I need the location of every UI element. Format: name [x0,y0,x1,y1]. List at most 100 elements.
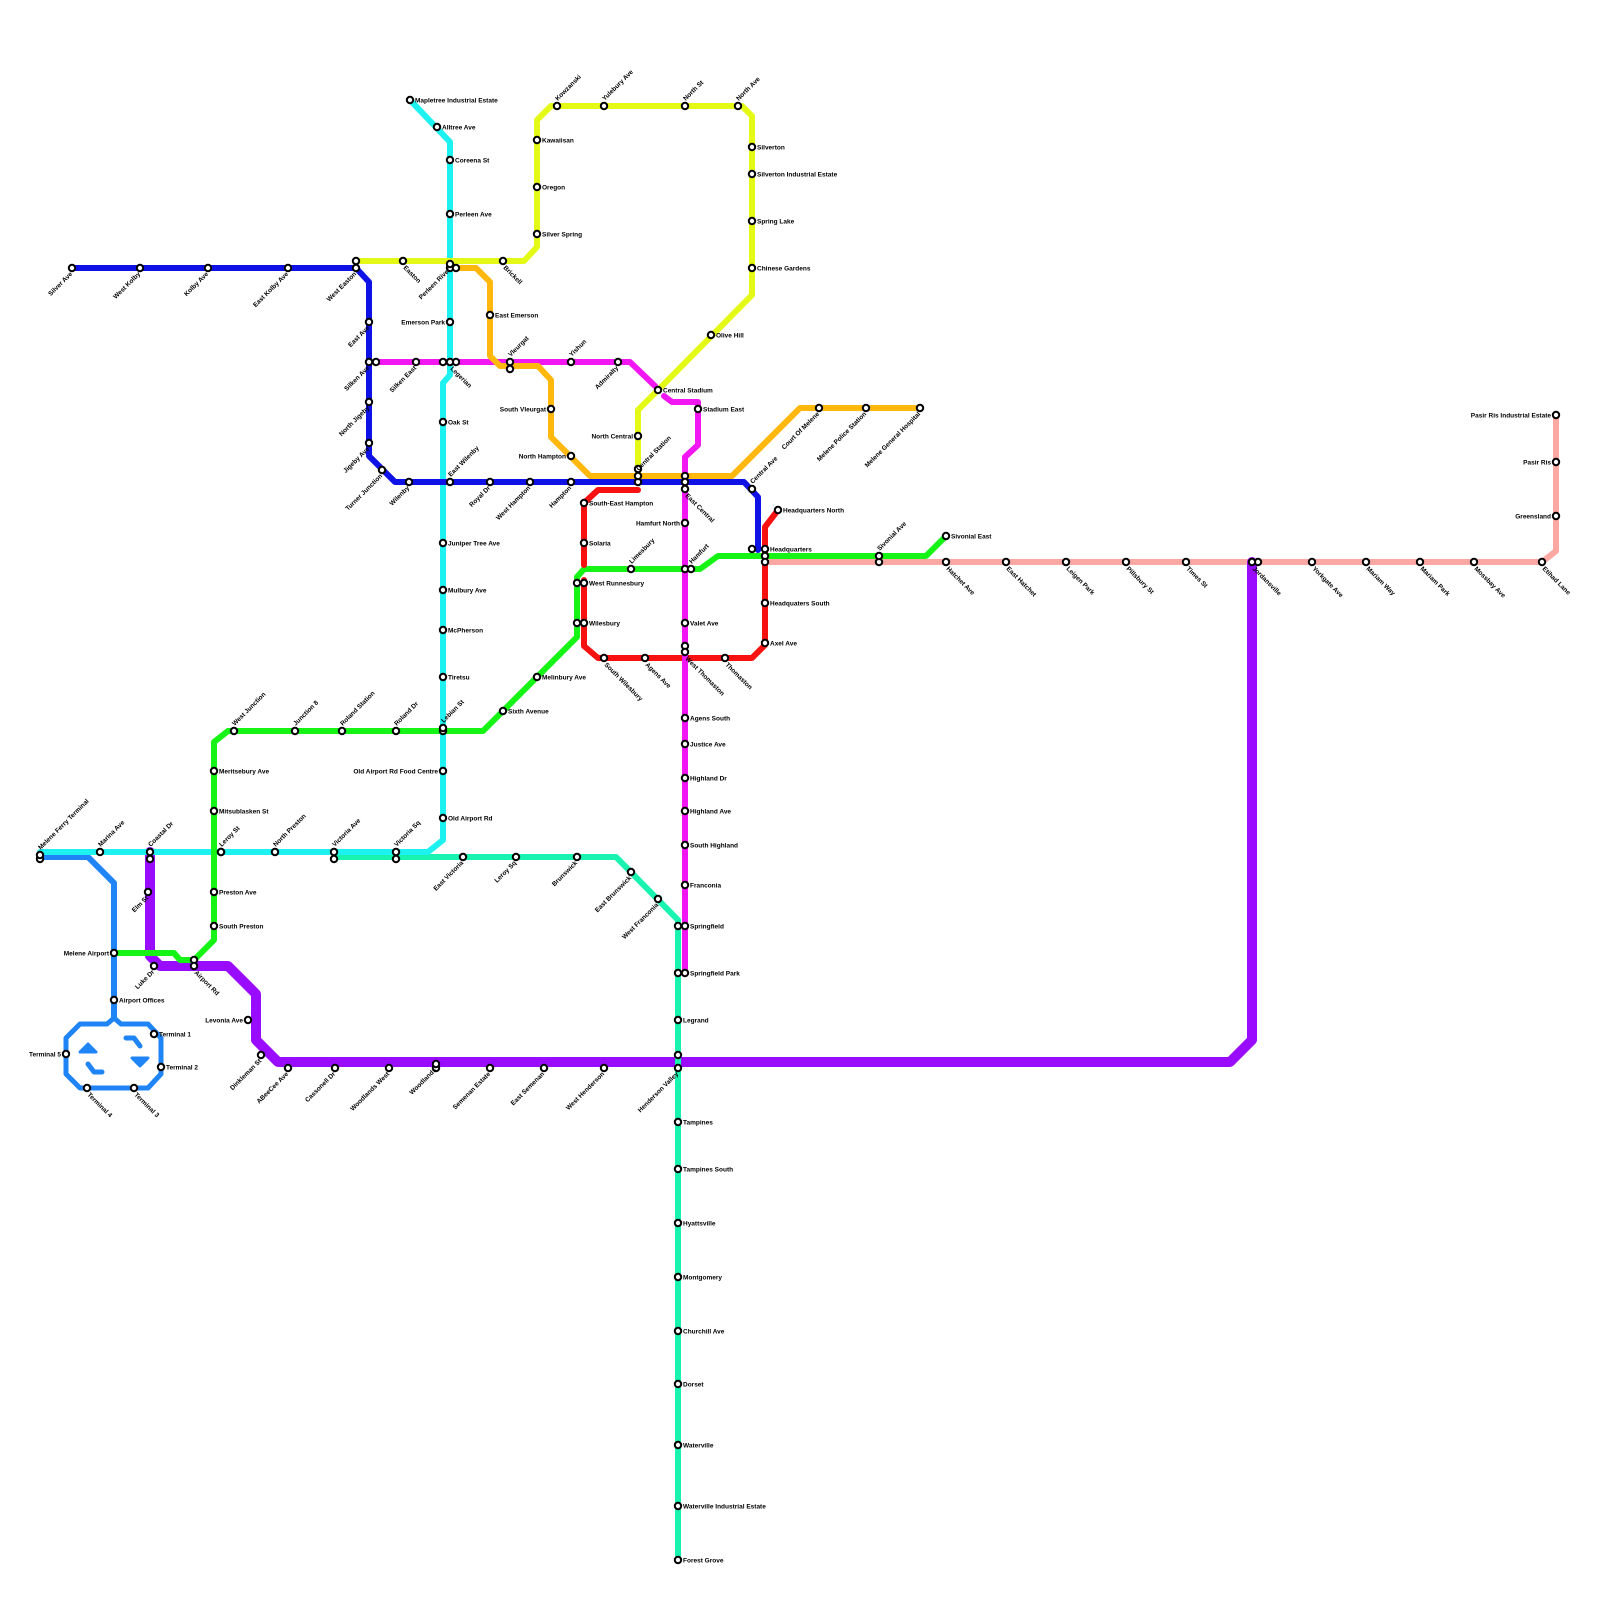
station-marker[interactable] [513,854,519,860]
station-mapletree[interactable]: Mapletree Industrial Estate [407,97,498,105]
station-marker[interactable] [568,479,574,485]
station-spring-lake[interactable]: Spring Lake [749,218,795,226]
station-greensland[interactable]: Greensland [1515,513,1559,521]
station-marker[interactable] [218,849,224,855]
interchange-marker[interactable] [353,258,359,264]
station-headquarters[interactable]: Headquarters [762,546,812,554]
station-marker[interactable] [1539,559,1545,565]
station-marker[interactable] [554,103,560,109]
station-east-emerson[interactable]: East Emerson [487,312,539,320]
station-justice-ave[interactable]: Justice Ave [682,741,726,749]
interchange-marker[interactable] [574,580,580,586]
station-coreena[interactable]: Coreena St [447,157,490,165]
station-emerson-park[interactable]: Emerson Park [401,319,453,327]
station-marker[interactable] [675,1503,681,1509]
station-mulbury[interactable]: Mulbury Ave [440,587,487,595]
station-marker[interactable] [440,815,446,821]
station-luke-dr[interactable]: Luke Dr [134,963,157,991]
station-woodlands-west[interactable]: Woodlands West [349,1065,392,1113]
station-east-kolby-ave[interactable]: East Kolby Ave [252,265,291,309]
station-marker[interactable] [581,620,587,626]
station-forest-grove[interactable]: Forest Grove [675,1557,724,1565]
station-turner-junction[interactable]: Turner Junction [345,467,386,513]
station-marker[interactable] [1309,559,1315,565]
station-marker[interactable] [440,674,446,680]
station-marker[interactable] [635,473,641,479]
station-marker[interactable] [762,546,768,552]
station-east-brunswick[interactable]: East Brunswick [594,869,634,914]
interchange-marker[interactable] [331,856,337,862]
station-marker[interactable] [682,775,688,781]
station-marker[interactable] [400,258,406,264]
station-marker[interactable] [581,500,587,506]
station-marker[interactable] [682,715,688,721]
station-marker[interactable] [434,124,440,130]
station-silver-ave[interactable]: Silver Ave [47,265,75,298]
station-marker[interactable] [145,889,151,895]
station-marker[interactable] [440,725,446,731]
station-marker[interactable] [568,359,574,365]
station-marker[interactable] [211,889,217,895]
station-marker[interactable] [722,655,728,661]
station-marker[interactable] [682,486,688,492]
station-marker[interactable] [366,319,372,325]
station-marker[interactable] [642,655,648,661]
interchange-marker[interactable] [373,359,379,365]
station-marker[interactable] [245,1017,251,1023]
station-marker[interactable] [111,950,117,956]
station-marker[interactable] [695,406,701,412]
station-marker[interactable] [568,453,574,459]
station-marker[interactable] [447,211,453,217]
station-marker[interactable] [675,1442,681,1448]
station-marker[interactable] [675,1065,681,1071]
station-marker[interactable] [111,997,117,1003]
station-marker[interactable] [292,728,298,734]
station-marker[interactable] [534,231,540,237]
station-marker[interactable] [601,655,607,661]
station-marker[interactable] [749,218,755,224]
station-semenan-estate[interactable]: Semenan Estate [452,1065,494,1111]
station-marker[interactable] [682,923,688,929]
station-marker[interactable] [487,479,493,485]
station-preston-ave[interactable]: Preston Ave [211,889,257,897]
station-marker[interactable] [628,566,634,572]
station-marker[interactable] [534,184,540,190]
interchange-marker[interactable] [147,856,153,862]
station-marker[interactable] [534,137,540,143]
station-marker[interactable] [331,849,337,855]
interchange-marker[interactable] [675,923,681,929]
station-marker[interactable] [749,486,755,492]
station-marker[interactable] [332,1065,338,1071]
interchange-marker[interactable] [574,620,580,626]
station-marker[interactable] [97,849,103,855]
station-north-central[interactable]: North Central [591,433,641,441]
station-hq-south[interactable]: Headquaters South [762,600,830,608]
station-marker[interactable] [1249,559,1255,565]
station-marker[interactable] [675,1557,681,1563]
station-marker[interactable] [682,842,688,848]
station-marker[interactable] [876,553,882,559]
station-terminal-1[interactable]: Terminal 1 [151,1031,192,1039]
station-marker[interactable] [735,103,741,109]
station-marker[interactable] [440,627,446,633]
station-stadium-east[interactable]: Stadium East [695,406,745,414]
station-sivonial-east[interactable]: Sivonial East [943,533,992,541]
station-marker[interactable] [231,728,237,734]
station-pasir-ris[interactable]: Pasir Ris [1523,459,1559,467]
station-marker[interactable] [386,1065,392,1071]
station-marker[interactable] [682,103,688,109]
station-silver-spring[interactable]: Silver Spring [534,231,582,239]
station-marker[interactable] [1123,559,1129,565]
station-marker[interactable] [69,265,75,271]
station-marker[interactable] [601,1065,607,1071]
station-marker[interactable] [447,479,453,485]
station-marker[interactable] [440,587,446,593]
station-marker[interactable] [534,674,540,680]
station-marker[interactable] [1553,513,1559,519]
station-marker[interactable] [1003,559,1009,565]
station-marker[interactable] [675,1166,681,1172]
station-melene-airport[interactable]: Melene Airport [64,950,117,958]
station-marker[interactable] [688,566,694,572]
station-marker[interactable] [675,1119,681,1125]
station-marker[interactable] [628,869,634,875]
